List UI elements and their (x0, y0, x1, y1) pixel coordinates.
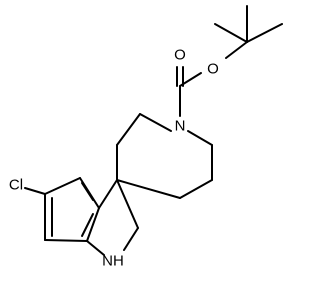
indoline-pyrrolidine-ring (86, 179, 139, 256)
bond-tbu-methyl-right (246, 23, 283, 43)
bond-n-to-c-right (187, 130, 213, 146)
atom-label-piperidine-nitrogen: N (175, 118, 186, 135)
bond-benzene-1 (86, 207, 100, 242)
bond-to-spiro-right (179, 179, 213, 199)
bond-c-left-down (116, 113, 141, 146)
bond-tbu-to-oxygen (225, 41, 248, 59)
tert-butyl-group (214, 5, 283, 59)
atom-label-chlorine: Cl (9, 177, 23, 194)
bond-tbu-methyl-left (214, 23, 248, 43)
bond-benzene-2 (98, 179, 118, 209)
atom-label-indoline-nh: NH (102, 253, 124, 270)
piperidine-ring (116, 113, 213, 199)
bond-ch2-to-nh (123, 227, 139, 251)
bond-benzene-6 (44, 239, 88, 242)
bond-benzene-3-inner (81, 182, 94, 201)
chemical-structure-diagram: O O N Cl NH (9, 5, 283, 270)
bond-benzene-1-inner (81, 213, 94, 237)
carbamate-group (176, 66, 202, 117)
bond-spiro-to-ch2 (116, 179, 139, 229)
atom-label-carbonyl-oxygen: O (174, 47, 186, 64)
bond-spiro-to-ring (116, 179, 181, 199)
benzene-ring (24, 177, 118, 242)
bond-to-chlorine (24, 187, 46, 195)
atom-label-ester-oxygen: O (207, 61, 219, 78)
bond-benzene-4 (44, 177, 81, 195)
bond-nh-to-aromatic (86, 240, 105, 256)
bond-n-to-c-left (139, 113, 172, 132)
